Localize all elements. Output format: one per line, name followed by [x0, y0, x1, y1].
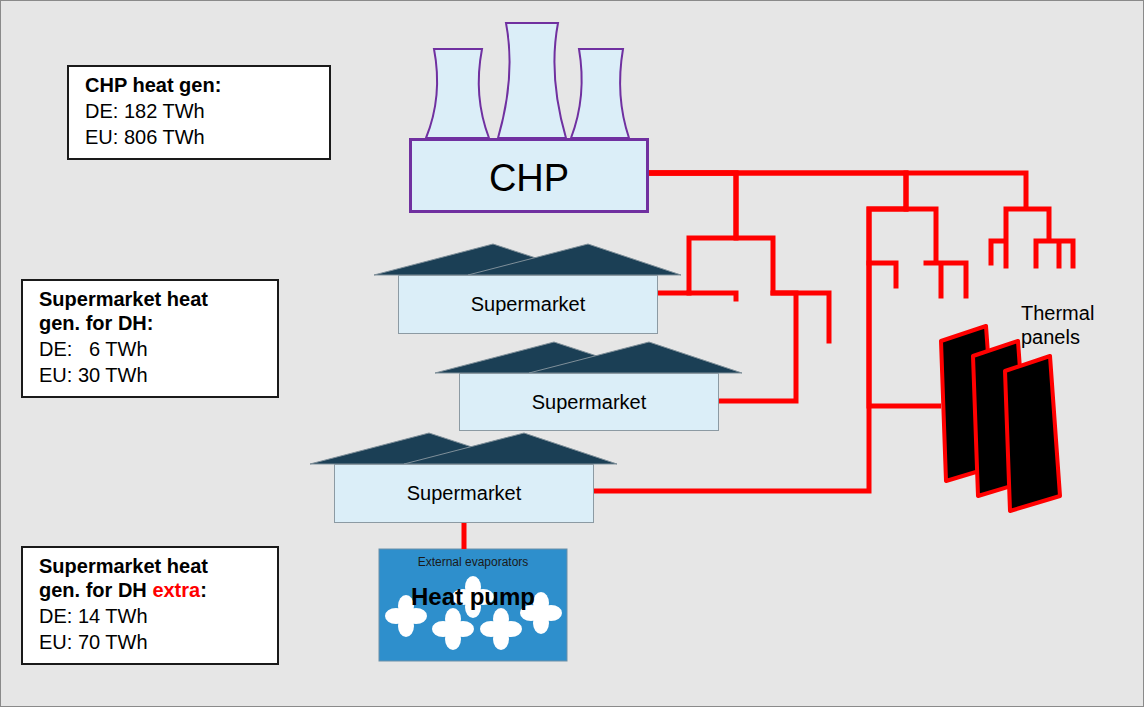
heat-pump-unit	[379, 549, 567, 661]
box-heading: Supermarket heat gen. for DHextra:	[39, 554, 235, 602]
store-label: Supermarket	[532, 391, 647, 414]
chp-plant: CHP	[409, 138, 649, 213]
store-label: Supermarket	[407, 482, 522, 505]
highlight-word: extra	[152, 579, 200, 601]
box-value: EU: 30 TWh	[39, 363, 267, 387]
cooling-tower	[426, 49, 489, 138]
fan	[480, 608, 522, 650]
unit-label: Heat pump	[411, 583, 535, 611]
roof	[468, 244, 681, 275]
box-heading: CHP heat gen:	[85, 73, 281, 97]
cooling-tower	[571, 49, 629, 138]
info-box: Supermarket heat gen. for DHextra:DE: 14…	[21, 546, 279, 665]
roof	[404, 433, 617, 464]
roof	[529, 342, 742, 373]
info-box: Supermarket heat gen. for DH:DE: 6 TWhEU…	[21, 279, 279, 398]
supermarket: Supermarket	[334, 464, 594, 523]
plant-label: CHP	[489, 151, 569, 200]
supermarket: Supermarket	[398, 275, 658, 334]
thermal-panel	[1005, 356, 1060, 511]
thermal-panels: Thermal panels	[941, 301, 1134, 511]
heat-pipe	[649, 173, 736, 293]
heat-pipe	[649, 173, 941, 406]
unit-caption: External evaporators	[418, 555, 529, 569]
heat-network-branch	[689, 173, 1073, 341]
box-value: EU: 70 TWh	[39, 630, 267, 654]
box-value: EU: 806 TWh	[85, 125, 319, 149]
heat-pipe	[462, 523, 467, 549]
info-box: CHP heat gen:DE: 182 TWhEU: 806 TWh	[67, 65, 331, 160]
heat-pump: External evaporatorsHeat pump	[379, 549, 567, 661]
store-label: Supermarket	[471, 293, 586, 316]
panel-label: Thermal panels	[1021, 301, 1126, 349]
supermarket: Supermarket	[459, 373, 719, 431]
box-value: DE: 6 TWh	[39, 337, 267, 361]
heat-pipe	[649, 173, 796, 401]
box-heading: Supermarket heat gen. for DH:	[39, 287, 235, 335]
cooling-tower	[498, 23, 566, 138]
box-value: DE: 182 TWh	[85, 99, 319, 123]
box-heading: :	[200, 579, 207, 601]
box-value: DE: 14 TWh	[39, 604, 267, 628]
